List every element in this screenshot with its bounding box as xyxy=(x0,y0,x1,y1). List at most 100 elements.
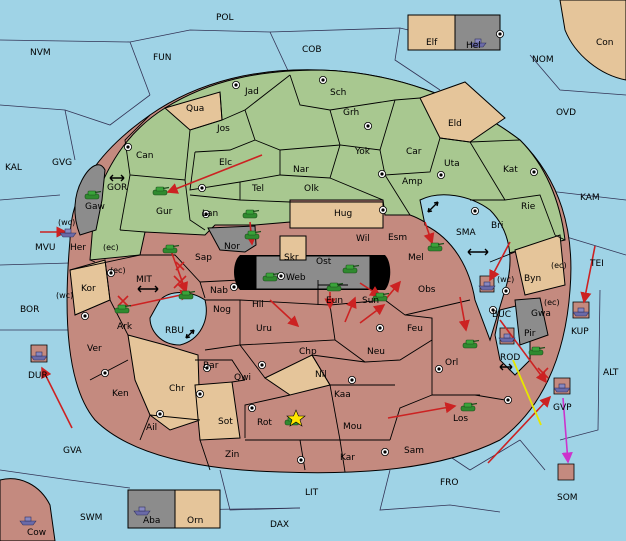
label-kat: Kat xyxy=(503,165,518,175)
label-nar: Nar xyxy=(293,165,309,175)
label-ost: Ost xyxy=(316,257,332,267)
label-orn: Orn xyxy=(187,516,203,526)
coast-byn-ec: (ec) xyxy=(551,261,567,270)
coast-byn-wc: (wc) xyxy=(497,275,514,284)
province-skr[interactable] xyxy=(279,235,307,261)
label-qua: Qua xyxy=(186,104,204,114)
sea-kal: KAL xyxy=(5,163,22,173)
sea-rod: ROD xyxy=(500,353,520,363)
label-ken: Ken xyxy=(112,389,129,399)
label-rot: Rot xyxy=(257,418,272,428)
sea-fun: FUN xyxy=(153,53,172,63)
label-sch: Sch xyxy=(330,88,346,98)
sea-tei: TEI xyxy=(589,259,604,269)
province-cow[interactable] xyxy=(0,478,56,541)
coast-kor-wc: (wc) xyxy=(56,291,73,300)
province-orn[interactable] xyxy=(174,489,221,529)
province-hug[interactable] xyxy=(289,201,384,229)
sea-labels: POL NVM FUN COB NOM OVD KAL GVG KAM GOR … xyxy=(5,13,619,530)
label-nor: Nor xyxy=(224,242,240,252)
label-hug: Hug xyxy=(334,209,352,219)
sea-cob: COB xyxy=(302,45,322,55)
lake-sma xyxy=(419,194,511,342)
sea-pol: POL xyxy=(216,13,234,23)
sea-kam: KAM xyxy=(580,193,600,203)
label-qwi: Qwi xyxy=(234,373,251,383)
label-ark: Ark xyxy=(117,322,133,332)
province-byn[interactable] xyxy=(514,234,566,296)
coast-her-ec: (ec) xyxy=(103,243,119,252)
label-web: Web xyxy=(286,273,306,283)
label-esm: Esm xyxy=(388,233,407,243)
label-nab: Nab xyxy=(210,286,228,296)
label-hel: Hel xyxy=(466,41,481,51)
label-mel: Mel xyxy=(408,253,424,263)
sea-lit: LIT xyxy=(305,488,319,498)
label-cow: Cow xyxy=(27,528,46,538)
label-neu: Neu xyxy=(367,347,385,357)
label-sot: Sot xyxy=(218,417,233,427)
label-skr: Skr xyxy=(284,253,299,263)
label-amp: Amp xyxy=(402,177,423,187)
label-can: Can xyxy=(136,151,154,161)
province-eld[interactable] xyxy=(419,81,506,143)
sea-swm: SWM xyxy=(80,513,102,523)
province-gaw[interactable] xyxy=(74,164,106,236)
label-bri: Bri xyxy=(491,221,503,231)
label-eun: Eun xyxy=(326,296,343,306)
red-province-borders xyxy=(69,254,506,473)
label-elf: Elf xyxy=(426,38,438,48)
province-nor[interactable] xyxy=(207,225,257,253)
label-lan: Lan xyxy=(202,209,218,219)
label-sun: Sun xyxy=(362,296,379,306)
sea-sma: SMA xyxy=(456,228,476,238)
label-nil: Nil xyxy=(315,370,327,380)
sea-nom: NOM xyxy=(532,55,554,65)
label-chr: Chr xyxy=(169,384,185,394)
label-jad: Jad xyxy=(244,87,259,97)
label-byn: Byn xyxy=(524,274,541,284)
label-jos: Jos xyxy=(216,124,230,134)
label-gwa: Gwa xyxy=(531,309,551,319)
sea-gor: GOR xyxy=(107,183,127,193)
coast-kor-ec: (ec) xyxy=(110,266,126,275)
label-orl: Orl xyxy=(445,358,458,368)
label-elc: Elc xyxy=(219,158,232,168)
label-sam: Sam xyxy=(404,446,424,456)
label-nog: Nog xyxy=(213,305,231,315)
province-pir[interactable] xyxy=(514,297,549,346)
label-ver: Ver xyxy=(87,344,102,354)
province-sot[interactable] xyxy=(194,381,241,441)
label-sap: Sap xyxy=(195,253,212,263)
sea-mvu: MVU xyxy=(35,243,56,253)
label-grh: Grh xyxy=(343,108,359,118)
star-icon xyxy=(286,409,306,427)
sea-gvg: GVG xyxy=(52,158,72,168)
sea-alt: ALT xyxy=(603,368,619,378)
label-eld: Eld xyxy=(448,119,462,129)
label-rie: Rie xyxy=(521,202,536,212)
exchange-arrows xyxy=(109,174,513,371)
label-chp: Chp xyxy=(299,347,317,357)
label-pir: Pir xyxy=(524,329,536,339)
sea-dax: DAX xyxy=(270,520,289,530)
province-som[interactable] xyxy=(557,463,575,481)
province-hel[interactable] xyxy=(454,14,501,51)
label-her: Her xyxy=(70,243,86,253)
label-hil: Hil xyxy=(252,300,264,310)
label-wil: Wil xyxy=(356,234,370,244)
label-mou: Mou xyxy=(343,422,362,432)
label-gur: Gur xyxy=(156,207,173,217)
sea-ovd: OVD xyxy=(556,108,576,118)
province-chr[interactable] xyxy=(127,334,201,431)
failed-order-marks xyxy=(117,261,549,379)
coast-gwa-ec: (ec) xyxy=(544,298,560,307)
label-som: SOM xyxy=(557,493,578,503)
label-kor: Kor xyxy=(81,284,96,294)
label-yok: Yok xyxy=(354,147,371,157)
coast-her-wc: (wc) xyxy=(58,218,75,227)
label-uru: Uru xyxy=(256,324,272,334)
label-los: Los xyxy=(453,414,468,424)
